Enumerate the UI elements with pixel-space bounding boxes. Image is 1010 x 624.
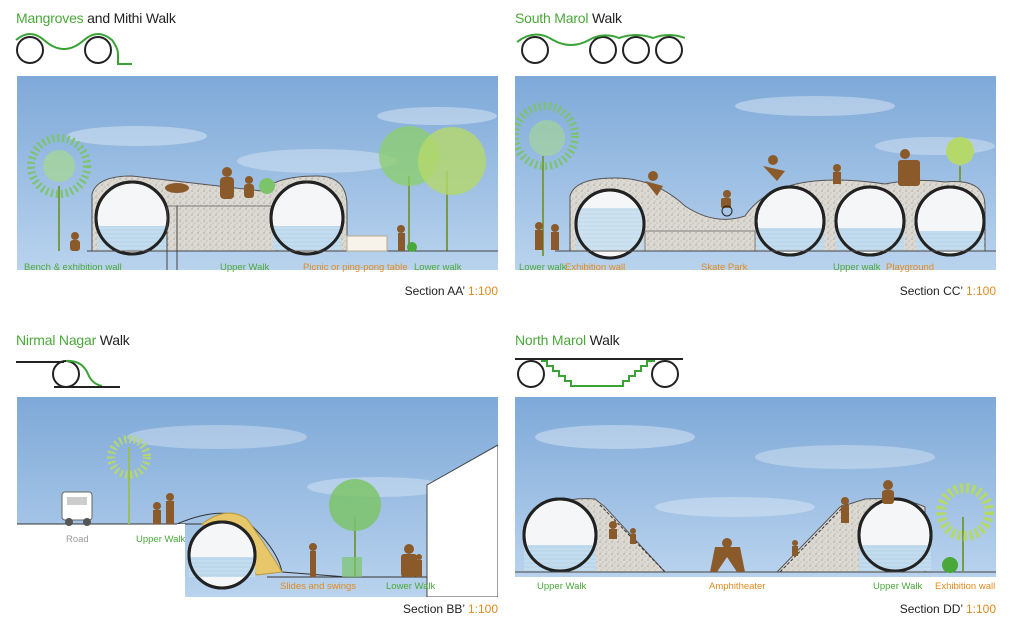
people-figures bbox=[70, 167, 405, 251]
panel-section-cc: South Marol Walk bbox=[505, 0, 1010, 312]
label-upper-walk-right: Upper Walk bbox=[873, 581, 923, 592]
pipe-key-diagram bbox=[15, 33, 132, 65]
panel-title: Mangroves and Mithi Walk bbox=[16, 10, 176, 26]
tree-left bbox=[27, 134, 91, 251]
panel-title: North Marol Walk bbox=[515, 332, 620, 348]
label-upper-walk-left: Upper Walk bbox=[537, 581, 587, 592]
title-black-part: Walk bbox=[588, 10, 622, 26]
title-green-part: Nirmal Nagar bbox=[16, 332, 97, 348]
section-scale: 1:100 bbox=[965, 284, 996, 298]
panel-section-bb: Nirmal Nagar Walk bbox=[0, 322, 505, 624]
tree-right bbox=[936, 483, 994, 573]
title-green-part: South Marol bbox=[515, 10, 589, 26]
label-exhibition-wall: Exhibition wall bbox=[935, 581, 996, 592]
label-picnic-table: Picnic or ping-pong table bbox=[303, 262, 408, 273]
section-label: Section DD’ bbox=[899, 602, 963, 616]
people-figures bbox=[153, 493, 422, 577]
title-green-part: Mangroves bbox=[16, 10, 84, 26]
label-upper-walk: Upper walk bbox=[833, 262, 881, 273]
pipe-key-diagram bbox=[16, 359, 120, 388]
section-caption: Section BB’ 1:100 bbox=[403, 602, 498, 616]
section-caption: Section CC’ 1:100 bbox=[900, 284, 996, 298]
panel-title: Nirmal Nagar Walk bbox=[16, 332, 130, 348]
vehicle-jeep bbox=[61, 491, 93, 526]
label-upper-walk: Upper Walk bbox=[136, 534, 186, 545]
section-dd-illustration bbox=[515, 397, 996, 577]
bamboo-tree bbox=[107, 435, 151, 524]
label-road: Road bbox=[66, 534, 89, 545]
label-upper-walk: Upper Walk bbox=[220, 262, 270, 273]
panel-section-aa: Mangroves and Mithi Walk bbox=[0, 0, 505, 312]
label-lower-walk: Lower walk bbox=[414, 262, 462, 273]
label-slides-swings: Slides and swings bbox=[280, 581, 357, 592]
people-figures bbox=[609, 480, 894, 572]
section-caption: Section DD’ 1:100 bbox=[900, 602, 996, 616]
label-exhibition-wall: Exhibition wall bbox=[565, 262, 626, 273]
label-skate-park: Skate Park bbox=[701, 262, 748, 273]
tree-right bbox=[379, 126, 486, 251]
section-label: Section CC’ bbox=[899, 284, 963, 298]
pipe-key-diagram bbox=[516, 33, 686, 64]
section-label: Section AA’ bbox=[404, 284, 465, 298]
section-bb-illustration bbox=[17, 397, 498, 597]
label-amphitheater: Amphitheater bbox=[709, 581, 766, 592]
title-black-part: Walk bbox=[96, 332, 130, 348]
section-scale: 1:100 bbox=[467, 284, 498, 298]
section-caption: Section AA’ 1:100 bbox=[405, 284, 498, 298]
section-cc-illustration bbox=[515, 76, 996, 270]
label-lower-walk: Lower Walk bbox=[386, 581, 436, 592]
people-figures bbox=[535, 149, 920, 250]
title-black-part: and Mithi Walk bbox=[83, 10, 176, 26]
section-scale: 1:100 bbox=[965, 602, 996, 616]
section-scale: 1:100 bbox=[467, 602, 498, 616]
title-black-part: Walk bbox=[585, 332, 620, 348]
tree-left bbox=[515, 102, 579, 256]
panel-title: South Marol Walk bbox=[515, 10, 622, 26]
section-aa-illustration bbox=[17, 76, 498, 270]
pipe-key-diagram bbox=[515, 358, 683, 388]
label-bench-exhibition-wall: Bench & exhibition wall bbox=[24, 262, 122, 273]
panel-section-dd: North Marol Walk bbox=[505, 322, 1010, 624]
label-lower-walk: Lower walk bbox=[519, 262, 567, 273]
title-green-part: North Marol bbox=[515, 332, 586, 348]
section-label: Section BB’ bbox=[403, 602, 465, 616]
label-playground: Playground bbox=[886, 262, 935, 273]
